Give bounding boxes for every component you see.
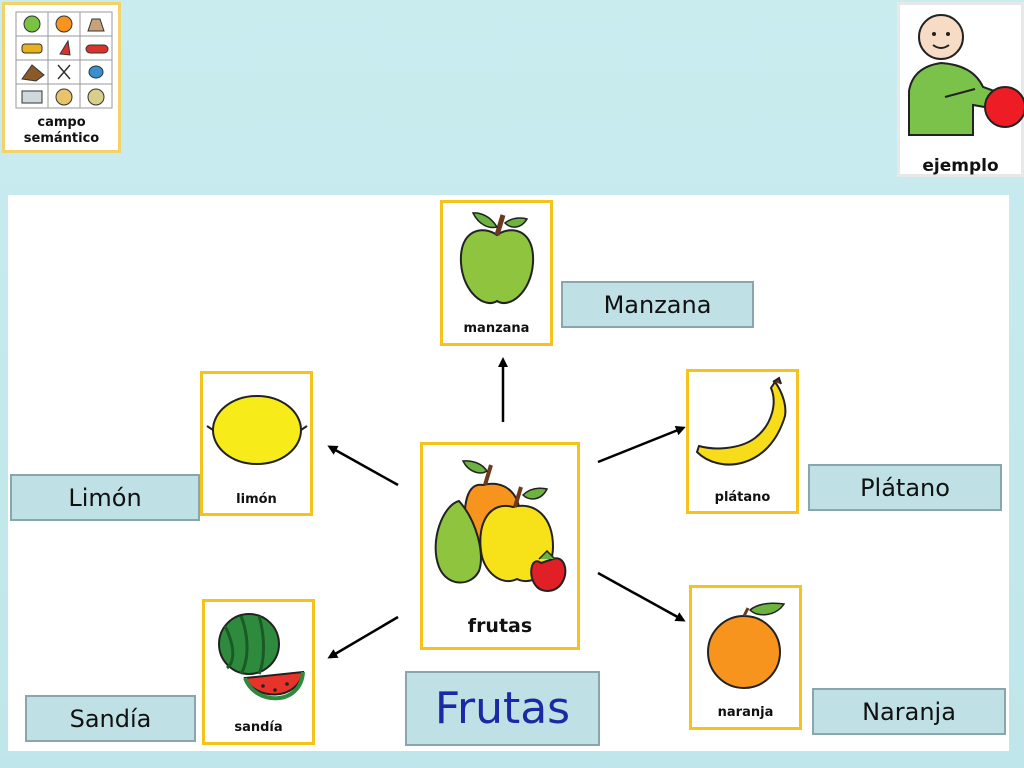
manzana-word: Manzana xyxy=(561,281,754,328)
semantic-label-line2: semántico xyxy=(23,131,100,146)
naranja-card: naranja xyxy=(689,585,802,730)
lemon-icon xyxy=(206,395,308,465)
watermelon-icon xyxy=(218,613,305,701)
orange-icon xyxy=(707,602,786,689)
arrow-to-naranja xyxy=(597,571,686,622)
example-label: ejemplo xyxy=(922,156,999,176)
person-with-ball-icon xyxy=(908,14,1024,136)
frutas-card: frutas xyxy=(420,442,580,650)
limon-word: Limón xyxy=(10,474,200,521)
limon-card: limón xyxy=(200,371,313,516)
fruit-basket-icon xyxy=(434,460,567,592)
platano-card-label: plátano xyxy=(714,490,771,505)
semantic-label-line1: campo xyxy=(37,115,86,130)
sandia-word: Sandía xyxy=(25,695,196,742)
frutas-card-label: frutas xyxy=(467,615,533,637)
naranja-card-label: naranja xyxy=(717,705,774,720)
platano-word: Plátano xyxy=(808,464,1002,511)
frutas-title: Frutas xyxy=(405,671,600,746)
platano-card: plátano xyxy=(686,369,799,514)
sandia-card: sandía xyxy=(202,599,315,745)
arrow-to-platano xyxy=(597,425,686,464)
arrow-to-limon xyxy=(327,445,399,487)
apple-icon xyxy=(459,212,535,304)
sandia-card-label: sandía xyxy=(234,720,283,735)
limon-card-label: limón xyxy=(236,492,277,507)
example-card: ejemplo xyxy=(897,2,1024,177)
semantic-grid-icon xyxy=(15,11,113,109)
arrow-to-sandia xyxy=(327,615,399,659)
banana-icon xyxy=(695,376,787,466)
semantic-field-card: campo semántico xyxy=(2,2,121,153)
manzana-card-label: manzana xyxy=(463,321,530,336)
naranja-word: Naranja xyxy=(812,688,1006,735)
manzana-card: manzana xyxy=(440,200,553,346)
